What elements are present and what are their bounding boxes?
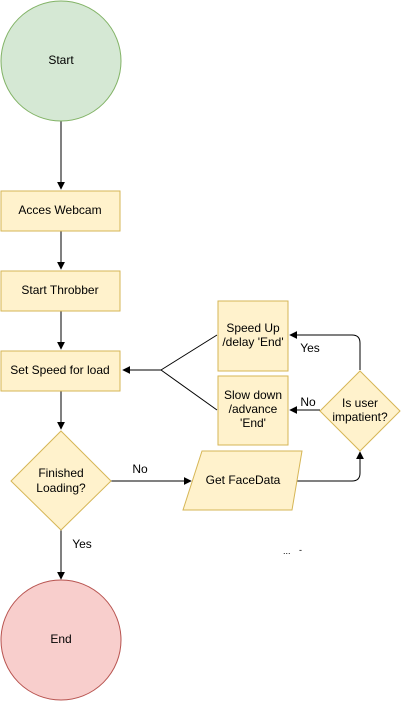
access-webcam-node: Acces Webcam: [0, 190, 121, 232]
stray-mark-dash: -: [299, 545, 302, 555]
start-throbber-box: [0, 270, 121, 312]
finished-loading-node: Finished Loading?: [10, 430, 112, 531]
finished-loading-diamond: [10, 430, 112, 531]
slow-down-label-line2: /advance: [229, 402, 278, 416]
speed-up-label-line2: /delay 'End': [222, 335, 283, 349]
start-label: Start: [48, 53, 74, 67]
is-user-impatient-node: Is user impatient?: [319, 370, 401, 452]
edge-slowdown-merge: [160, 369, 218, 411]
get-facedata-parallelogram: [182, 450, 303, 511]
end-circle: [0, 579, 122, 701]
slow-down-label-line3: 'End': [240, 416, 266, 430]
edge-label-no-facedata: No: [132, 462, 148, 476]
stray-mark-dots: ...: [283, 546, 291, 556]
get-facedata-node: Get FaceData: [182, 450, 303, 511]
speed-up-node: Speed Up /delay 'End': [217, 300, 289, 372]
slow-down-node: Slow down /advance 'End': [217, 375, 289, 446]
slow-down-label-line1: Slow down: [224, 388, 282, 402]
end-node: End: [0, 579, 122, 701]
edge-facedata-to-impatient: [294, 451, 364, 482]
is-user-impatient-label-line1: Is user: [342, 396, 378, 410]
finished-loading-label-line1: Finished: [38, 466, 83, 480]
edge-label-no-slowdown: No: [300, 395, 316, 409]
set-speed-label: Set Speed for load: [10, 363, 109, 377]
edge-speedup-merge: [160, 334, 218, 371]
is-user-impatient-diamond: [319, 370, 401, 452]
slow-down-box: [217, 375, 289, 446]
start-throbber-label: Start Throbber: [21, 283, 98, 297]
finished-loading-label-line2: Loading?: [36, 481, 86, 495]
edges: [57, 121, 364, 580]
speed-up-box: [217, 300, 289, 372]
edge-label-yes-speedup: Yes: [300, 341, 320, 355]
access-webcam-box: [0, 190, 121, 232]
set-speed-box: [0, 350, 121, 392]
start-throbber-node: Start Throbber: [0, 270, 121, 312]
access-webcam-label: Acces Webcam: [18, 203, 101, 217]
get-facedata-label: Get FaceData: [206, 473, 281, 487]
is-user-impatient-label-line2: impatient?: [332, 410, 388, 424]
edge-impatient-to-speedup: [289, 331, 361, 370]
end-label: End: [50, 632, 71, 646]
start-circle: [0, 0, 122, 122]
speed-up-label-line1: Speed Up: [226, 321, 280, 335]
edge-label-yes-end: Yes: [72, 537, 92, 551]
start-node: Start: [0, 0, 122, 122]
set-speed-node: Set Speed for load: [0, 350, 121, 392]
